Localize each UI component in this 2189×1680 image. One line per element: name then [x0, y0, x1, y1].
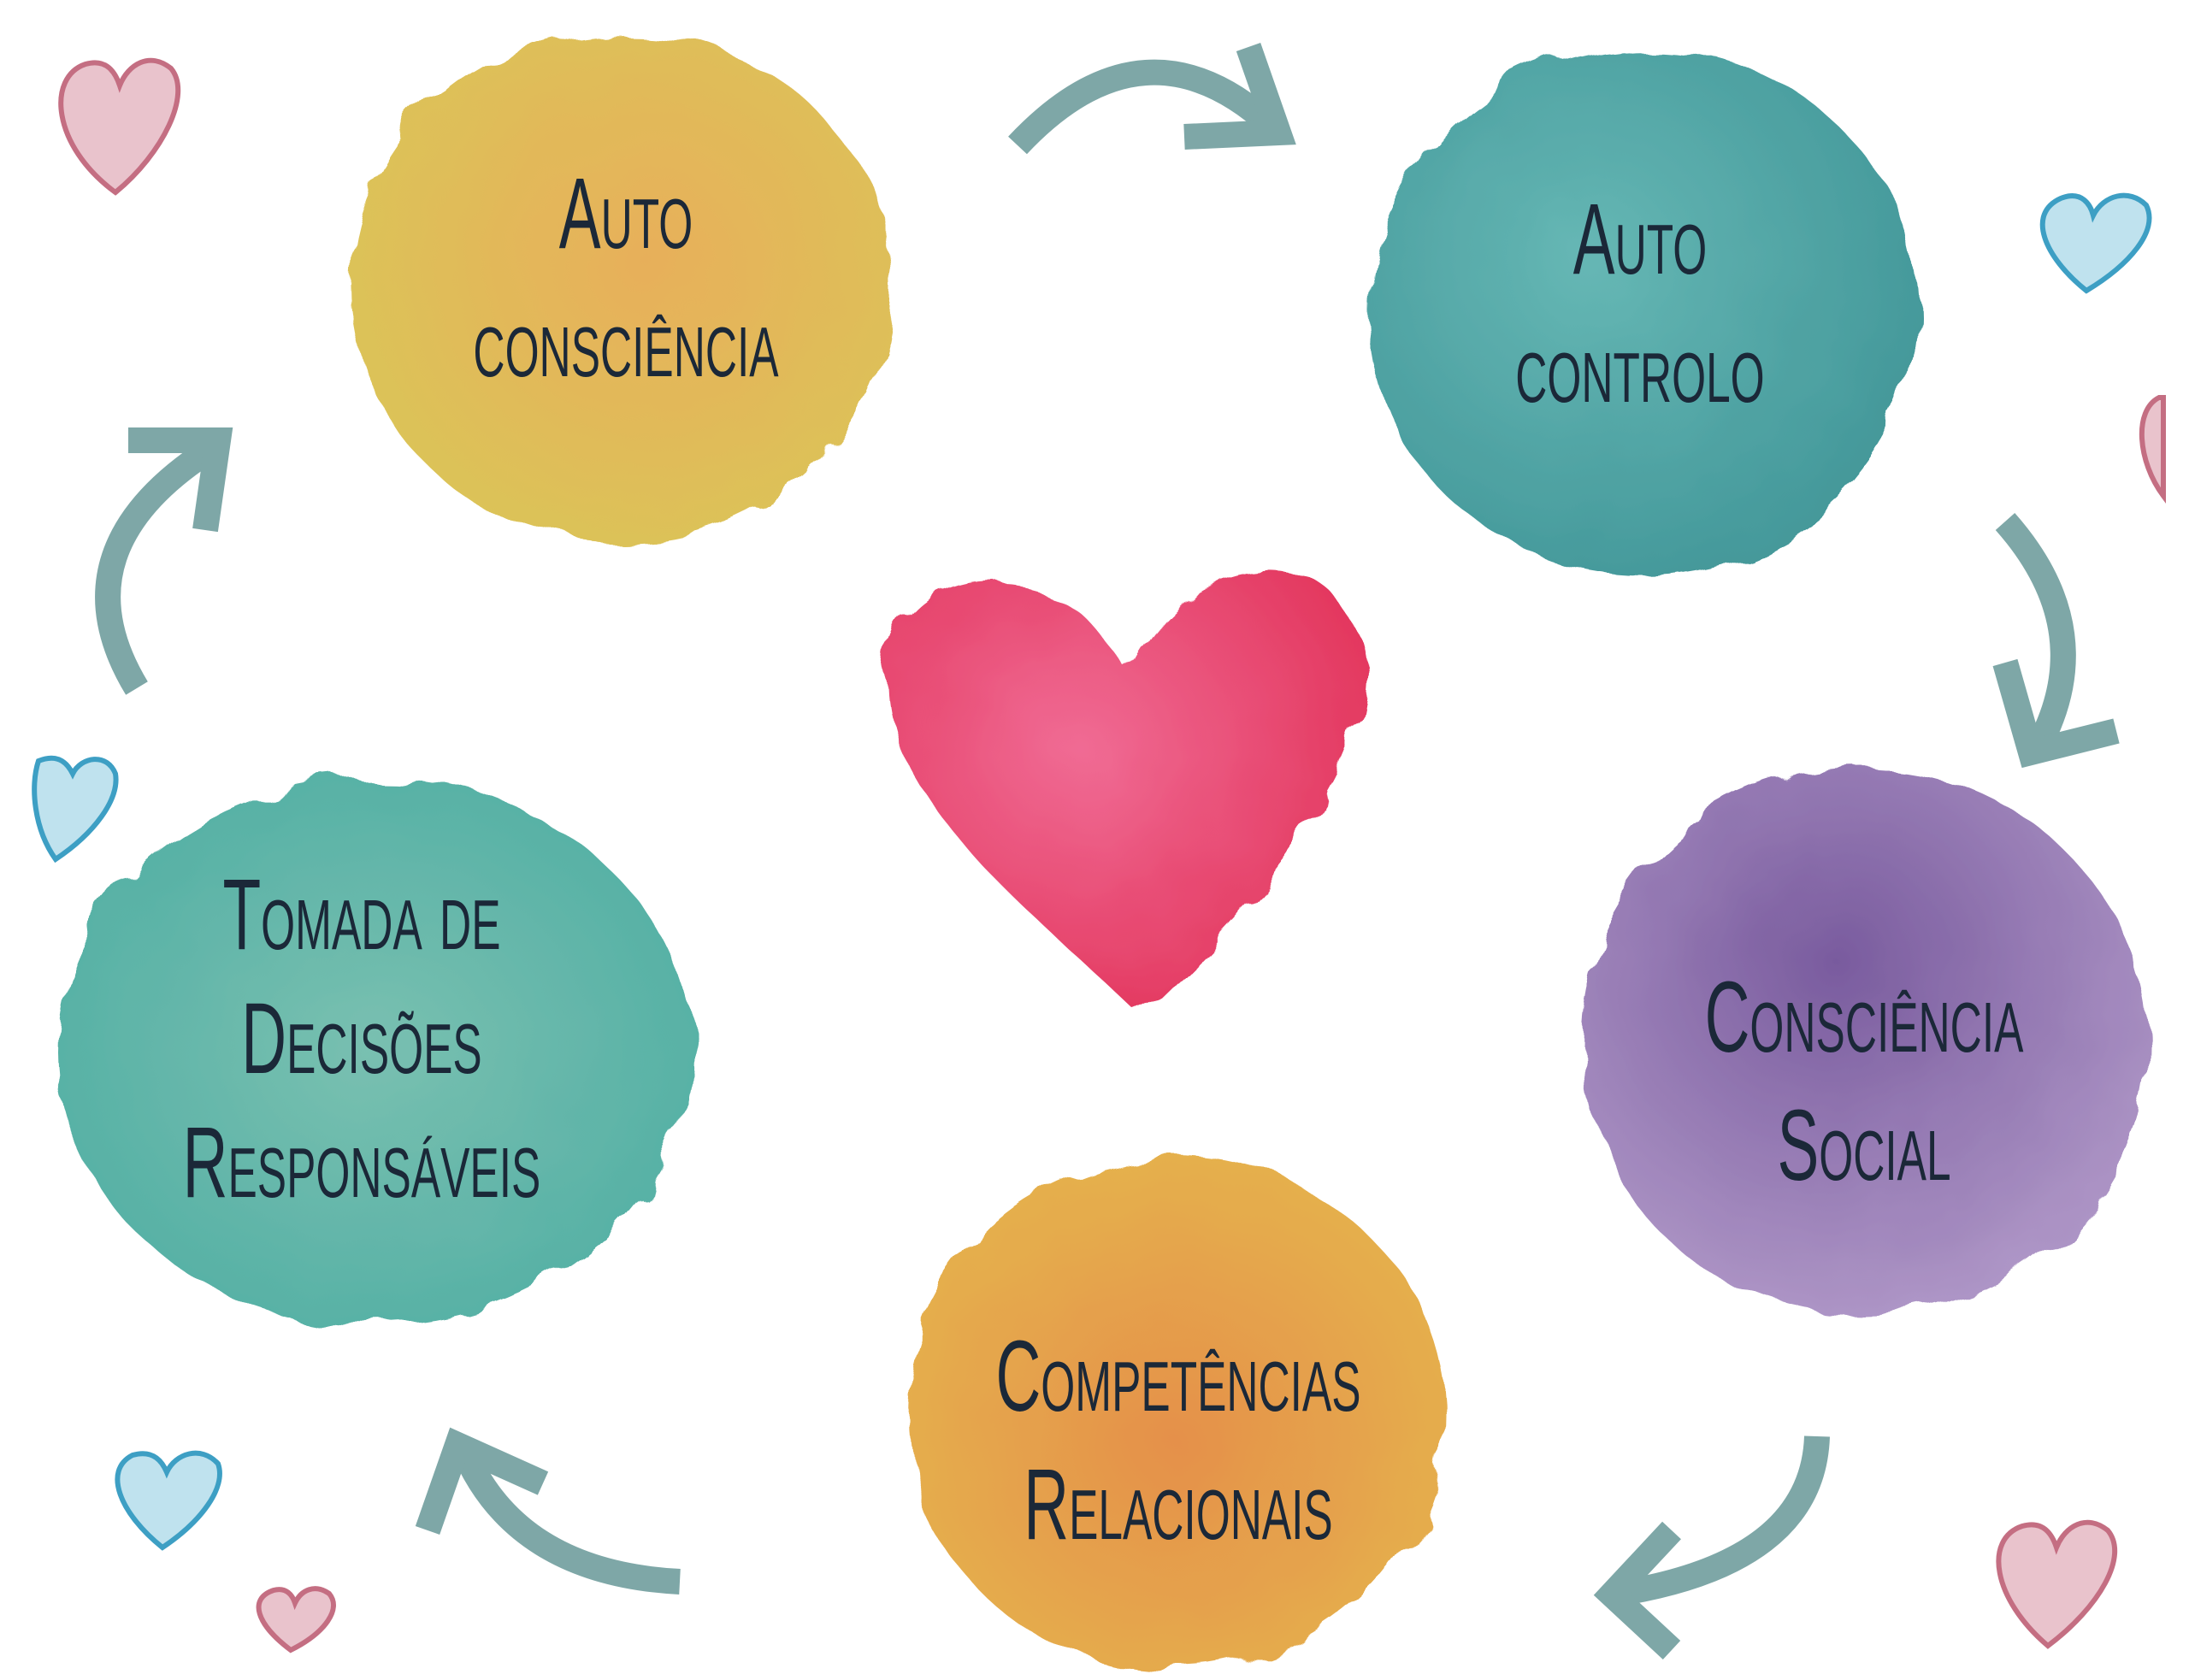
watercolor-blob-teal-top	[1370, 47, 1917, 577]
watercolor-blob-purple	[1582, 769, 2146, 1317]
label-line: Responsáveis	[183, 1105, 541, 1218]
label-line: Social	[1777, 1088, 1950, 1201]
watercolor-blob-teal-left	[57, 778, 690, 1325]
heart-icon	[889, 570, 1365, 1013]
node-autocontrolo: Auto controlo	[1515, 182, 1764, 423]
watercolor-blob-orange	[906, 1158, 1445, 1671]
label-line: Decisões	[241, 981, 481, 1094]
node-consciencia-social: Consciência Social	[1705, 960, 2024, 1201]
node-tomada-decisoes: Tomada de Decisões Responsáveis	[183, 858, 541, 1218]
arrow-left	[95, 427, 233, 695]
label-line: Auto	[1573, 182, 1707, 295]
svg-text:Social: Social	[1777, 1088, 1950, 1201]
svg-text:Auto: Auto	[1573, 182, 1707, 295]
small-heart-icon	[58, 57, 2166, 1653]
watercolor-blob-yellow	[351, 30, 890, 543]
arrow-top	[1008, 43, 1296, 155]
svg-text:Responsáveis: Responsáveis	[183, 1105, 541, 1218]
arrow-bottom-right	[1593, 1435, 1830, 1659]
svg-text:Decisões: Decisões	[241, 981, 481, 1094]
svg-text:controlo: controlo	[1515, 310, 1764, 423]
svg-text:Relacionais: Relacionais	[1024, 1447, 1332, 1560]
label-line: Consciência	[1705, 960, 2024, 1073]
small-heart-icon	[32, 192, 2152, 1551]
node-autoconsciencia: Auto consciência	[473, 156, 778, 398]
label-line: Relacionais	[1024, 1447, 1332, 1560]
node-competencias-relacionais: Competências Relacionais	[995, 1319, 1360, 1560]
svg-text:consciência: consciência	[473, 285, 778, 398]
svg-text:Tomada de: Tomada de	[223, 858, 501, 970]
svg-text:Auto: Auto	[559, 156, 693, 269]
label-line: Auto	[559, 156, 693, 269]
svg-text:Consciência: Consciência	[1705, 960, 2024, 1073]
arrow-right	[1992, 513, 2120, 769]
label-line: Competências	[995, 1319, 1360, 1432]
label-line: consciência	[473, 285, 778, 398]
label-line: controlo	[1515, 310, 1764, 423]
svg-text:Competências: Competências	[995, 1319, 1360, 1432]
arrow-bottom-left	[415, 1427, 681, 1595]
label-line: Tomada de	[223, 858, 501, 970]
